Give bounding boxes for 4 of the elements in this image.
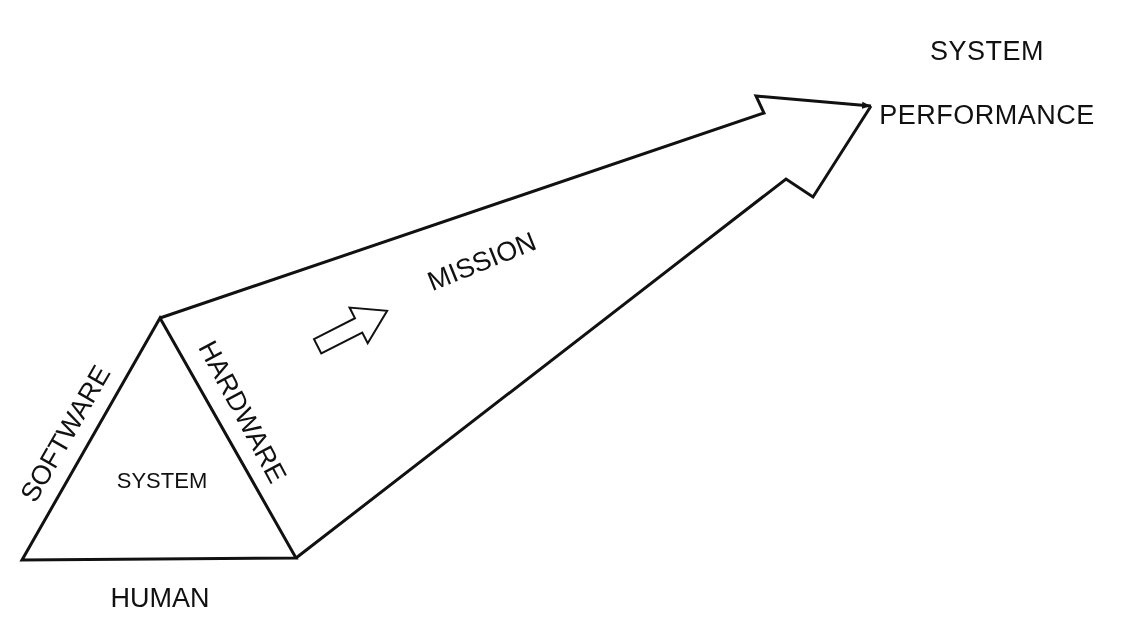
block-arrow <box>158 94 873 560</box>
triangle <box>22 318 296 560</box>
side-label: HUMAN <box>110 584 210 612</box>
text-label: SYSTEM PERFORMANCE <box>874 20 1100 145</box>
